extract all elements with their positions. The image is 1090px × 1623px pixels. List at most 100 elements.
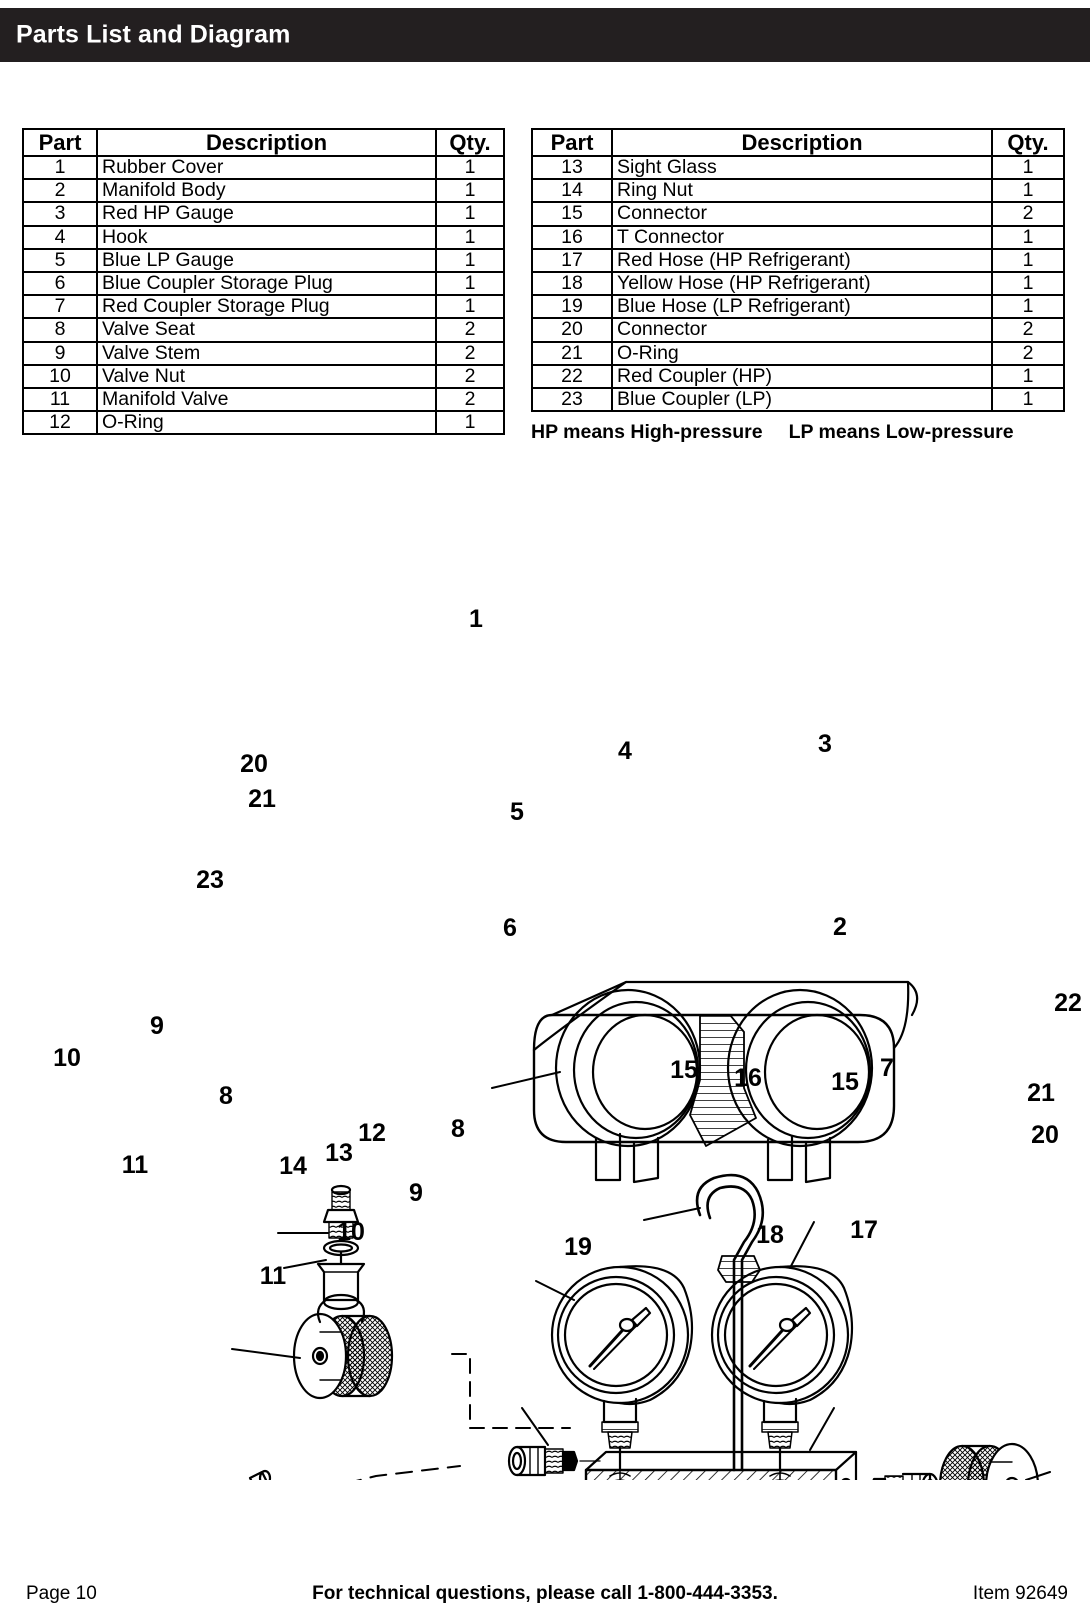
- callout-number-5: 5: [510, 798, 524, 826]
- callout-number-4: 4: [618, 737, 632, 765]
- cell-description: Sight Glass: [611, 154, 993, 181]
- cell-quantity: 1: [435, 294, 505, 320]
- cell-description: Red Hose (HP Refrigerant): [611, 247, 993, 273]
- part-4-hook: [695, 1173, 765, 1472]
- callout-number-8: 8: [219, 1082, 233, 1110]
- callout-number-7: 7: [880, 1054, 894, 1082]
- cell-part-number: 3: [22, 201, 98, 227]
- callout-number-19: 19: [564, 1233, 592, 1261]
- cell-quantity: 1: [435, 201, 505, 227]
- cell-quantity: 1: [991, 224, 1065, 250]
- cell-quantity: 1: [991, 386, 1065, 413]
- callout-number-11b: 11: [260, 1262, 287, 1290]
- cell-part-number: 17: [531, 247, 613, 273]
- callout-leader-lines: [231, 1071, 1051, 1480]
- cell-description: Yellow Hose (HP Refrigerant): [611, 270, 993, 297]
- column-header-qty: Qty.: [435, 128, 505, 157]
- part-group-valve-upper-left: [248, 1469, 272, 1480]
- column-header-part: Part: [22, 128, 98, 157]
- footer-page-number: Page 10: [26, 1583, 97, 1604]
- callout-number-10b: 10: [337, 1218, 365, 1246]
- cell-description: Blue LP Gauge: [96, 247, 437, 273]
- callout-number-3: 3: [818, 730, 832, 758]
- callout-number-21: 21: [248, 785, 276, 813]
- callout-number-1: 1: [469, 605, 483, 633]
- column-header-qty: Qty.: [991, 128, 1065, 157]
- callout-number-9b: 9: [409, 1179, 423, 1207]
- page-footer: Page 10 For technical questions, please …: [0, 1583, 1090, 1609]
- callout-number-8b: 8: [451, 1115, 465, 1143]
- cell-part-number: 9: [22, 340, 98, 366]
- table-header-row: Part Description Qty.: [22, 128, 505, 157]
- cell-quantity: 1: [435, 154, 505, 181]
- cell-description: Blue Hose (LP Refrigerant): [611, 294, 993, 320]
- cell-description: Valve Nut: [96, 363, 437, 389]
- callout-number-13: 13: [325, 1139, 353, 1167]
- part-3-red-hp-gauge: [710, 1265, 854, 1472]
- cell-quantity: 1: [991, 270, 1065, 297]
- cell-part-number: 5: [22, 247, 98, 273]
- cell-description: Connector: [611, 317, 993, 343]
- lp-note-text: LP means Low-pressure: [788, 421, 1014, 443]
- cell-part-number: 8: [22, 317, 98, 343]
- callout-number-16: 16: [734, 1064, 762, 1092]
- cell-part-number: 14: [531, 178, 613, 204]
- cell-description: Red Coupler Storage Plug: [96, 294, 437, 320]
- cell-description: Valve Seat: [96, 317, 437, 343]
- cell-quantity: 2: [435, 340, 505, 366]
- hp-note-text: HP means High-pressure: [531, 421, 763, 443]
- page-title: Parts List and Diagram: [16, 20, 291, 49]
- cell-part-number: 21: [531, 340, 613, 366]
- cell-part-number: 15: [531, 201, 613, 227]
- callout-number-23: 23: [196, 866, 224, 894]
- cell-quantity: 1: [435, 410, 505, 436]
- cell-part-number: 4: [22, 224, 98, 250]
- callout-number-9: 9: [150, 1012, 164, 1040]
- part-2-manifold-body: [584, 1450, 858, 1480]
- cell-part-number: 7: [22, 294, 98, 320]
- part-23-blue-coupler: [292, 1184, 394, 1400]
- page-header-bar: Parts List and Diagram: [0, 8, 1090, 62]
- callout-number-20b: 20: [1031, 1121, 1059, 1149]
- part-1-rubber-cover: [532, 980, 919, 1184]
- column-header-part: Part: [531, 128, 613, 157]
- cell-quantity: 2: [435, 363, 505, 389]
- callout-number-6: 6: [503, 914, 517, 942]
- callout-number-17: 17: [850, 1216, 878, 1244]
- part-5-blue-lp-gauge: [550, 1265, 694, 1472]
- cell-description: O-Ring: [611, 340, 993, 366]
- cell-quantity: 1: [435, 178, 505, 204]
- cell-description: Valve Stem: [96, 340, 437, 366]
- cell-part-number: 13: [531, 154, 613, 181]
- cell-quantity: 1: [991, 294, 1065, 320]
- cell-quantity: 2: [991, 201, 1065, 227]
- cell-description: Rubber Cover: [96, 154, 437, 181]
- cell-quantity: 2: [435, 317, 505, 343]
- cell-quantity: 2: [991, 340, 1065, 366]
- cell-quantity: 1: [991, 247, 1065, 273]
- cell-part-number: 18: [531, 270, 613, 297]
- cell-part-number: 22: [531, 363, 613, 389]
- cell-description: Red Coupler (HP): [611, 363, 993, 389]
- cell-quantity: 2: [991, 317, 1065, 343]
- cell-part-number: 19: [531, 294, 613, 320]
- cell-description: Ring Nut: [611, 178, 993, 204]
